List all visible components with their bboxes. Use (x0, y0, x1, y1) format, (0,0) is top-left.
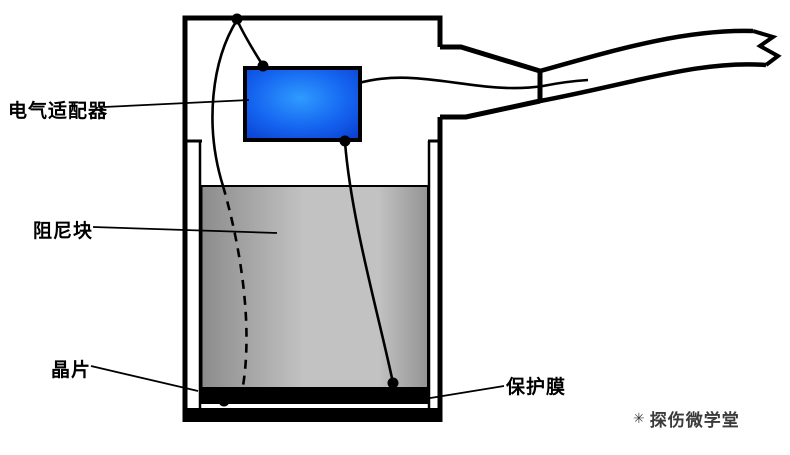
watermark-flower-icon: ✳ (633, 410, 646, 427)
watermark-text: 探伤微学堂 (649, 411, 740, 431)
label-electrical-adapter: 电气适配器 (8, 100, 109, 122)
pointer-line-crystal (90, 365, 199, 392)
case-outline (182, 15, 443, 422)
solder-dot-adapter-bottom (339, 135, 351, 147)
solder-dot-crystal-right (387, 377, 399, 389)
solder-dots (218, 13, 399, 407)
solder-dot-case-top (231, 13, 243, 25)
solder-dot-crystal-left (218, 395, 230, 407)
electrical-adapter-body (243, 66, 362, 142)
crystal-strip (200, 388, 429, 404)
damping-block (200, 185, 429, 389)
cable-top-edge (539, 28, 754, 74)
wire-top-to-adapter (235, 19, 264, 65)
label-crystal: 晶片 (51, 359, 92, 381)
wire-adapter-to-crystal (343, 141, 395, 384)
cable-bottom-edge (539, 62, 767, 104)
pointer-line-damping (92, 226, 278, 234)
solder-dot-adapter-top (257, 60, 269, 72)
wire-adapter-to-cable (358, 76, 589, 90)
cable-end-fork (752, 29, 782, 67)
protective-film-bar (182, 408, 443, 422)
label-protective-film: 保护膜 (506, 376, 567, 398)
pointer-line-film (411, 385, 505, 402)
pointer-line-adapter (103, 99, 250, 108)
wire-top-to-damping (211, 19, 239, 187)
label-damping-block: 阻尼块 (33, 220, 94, 242)
wire-dashed-through-damping (221, 185, 248, 404)
watermark: ✳ 探伤微学堂 (633, 406, 740, 432)
